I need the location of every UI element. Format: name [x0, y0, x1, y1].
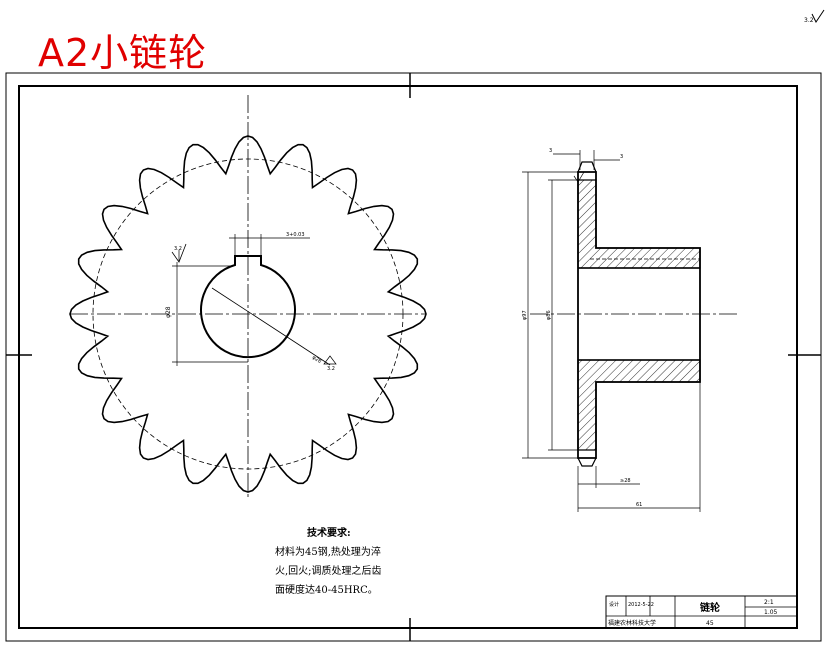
keyway-dim-label: 3+0.03 [286, 232, 305, 238]
drawing-title: A2小链轮 [38, 31, 208, 75]
upper-section-hatch [577, 179, 701, 269]
svg-text:61: 61 [636, 502, 642, 508]
svg-text:φ86: φ86 [546, 310, 552, 320]
side-top-dimensions: 3 3 [549, 148, 623, 183]
tb-scale: 2:1 [764, 599, 774, 606]
title-block: 设计 2012-5-22 链轮 2:1 1.05 福建农林科技大学 45 [605, 595, 798, 629]
svg-text:3: 3 [549, 148, 552, 154]
tb-designer: 设计 [609, 601, 619, 608]
roughness-symbol-keyway: 3.2 [171, 243, 187, 263]
sprocket-side-section: 3 3 φ97 φ86 ≥28 [522, 148, 740, 512]
tech-notes-line-2: 火,回火;调质处理之后齿 [275, 566, 382, 577]
pitch-circle [92, 158, 404, 470]
tb-school: 福建农林科技大学 [608, 619, 656, 627]
tb-date: 2012-5-22 [628, 602, 654, 608]
inner-frame [18, 85, 798, 629]
svg-text:3.2: 3.2 [327, 366, 335, 372]
keyway-dimension: 3+0.03 [229, 232, 310, 256]
sprocket-front-view: 3+0.03 φ28 3.2 φ28 3.2 [69, 95, 427, 500]
tb-part-name: 链轮 [699, 601, 720, 614]
technical-requirements: 技术要求: 材料为45钢,热处理为淬 火,回火;调质处理之后齿 面硬度达40-4… [275, 524, 435, 600]
roughness-symbol-bore: φ28 3.2 [311, 355, 337, 372]
lower-section-hatch [577, 359, 701, 451]
tech-notes-heading: 技术要求: [307, 528, 351, 539]
svg-text:≥28: ≥28 [620, 478, 631, 484]
bore-leader-line [211, 287, 331, 366]
svg-text:φ97: φ97 [522, 310, 528, 320]
roughness-symbol-corner: 3.2 [804, 9, 825, 24]
svg-text:3.2: 3.2 [174, 246, 182, 252]
side-length-dimensions: ≥28 61 [577, 382, 701, 512]
side-diameter-dimensions: φ97 φ86 [522, 171, 578, 459]
tech-notes-line-3: 面硬度达40-45HRC。 [275, 585, 378, 596]
bore-dimension: φ28 [165, 262, 248, 366]
svg-text:3: 3 [620, 154, 623, 160]
tech-notes-line-1: 材料为45钢,热处理为淬 [275, 547, 381, 558]
bore-with-keyway [200, 255, 296, 359]
outer-frame [5, 72, 822, 642]
tb-weight: 1.05 [764, 609, 778, 616]
svg-text:φ28: φ28 [311, 355, 322, 365]
tb-material: 45 [706, 620, 714, 627]
bore-dim-label: φ28 [165, 306, 172, 318]
tooth-profile [69, 135, 427, 493]
svg-text:3.2: 3.2 [804, 17, 814, 24]
